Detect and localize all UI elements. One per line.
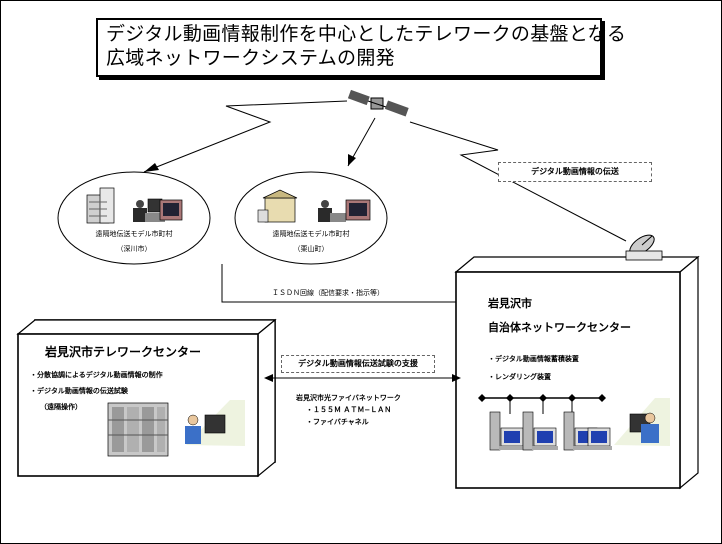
telework-center-title: 岩見沢市テレワークセンター (45, 345, 202, 359)
network-center-title-2: 自治体ネットワークセンター (488, 321, 631, 334)
person-at-pc-icon (318, 200, 346, 222)
lan-bus (478, 394, 606, 414)
fiber-network-title: 岩見沢市光ファイバネットワーク (296, 394, 401, 402)
fiber-item-2: ・ファイバチャネル (306, 418, 369, 426)
isdn-label: ＩＳＤＮ回線（配信要求・指示等） (272, 289, 384, 297)
person-at-pc-icon (614, 398, 670, 446)
workstation-icon (586, 427, 612, 450)
person-at-pc-icon (133, 198, 165, 222)
building-icon (257, 189, 298, 223)
person-at-pc-icon (185, 400, 245, 446)
workstation-icon (345, 199, 371, 221)
telework-item-1: ・分散協調によるデジタル動画情報の制作 (30, 371, 163, 379)
network-item-2: ・レンダリング装置 (488, 373, 551, 381)
network-item-1: ・デジタル動画情報蓄積装置 (488, 355, 579, 363)
site-right-name: 遠隔地伝送モデル市町村 (272, 230, 350, 238)
satellite-icon (347, 89, 409, 117)
telework-center-box (16, 318, 277, 478)
workstation-icon (522, 411, 558, 451)
title-line-1: デジタル動画情報制作を中心としたテレワークの基盤となる (106, 23, 627, 45)
telework-item-2: ・デジタル動画情報の伝送試験 (30, 387, 128, 395)
satellite-link-right (409, 121, 627, 242)
satellite-dish-icon (625, 234, 663, 261)
fiber-item-1: ・１５５Ｍ ＡＴＭ−ＬＡＮ (306, 406, 392, 414)
network-center-box (454, 255, 700, 490)
satellite-transfer-label: デジタル動画情報の伝送 (498, 162, 652, 182)
workstation-icon (159, 199, 183, 221)
title-box: デジタル動画情報制作を中心としたテレワークの基盤となる 広域ネットワークシステム… (96, 18, 626, 77)
site-left-place: （深川市） (116, 245, 152, 253)
site-left-name: 遠隔地伝送モデル市町村 (95, 230, 173, 238)
telework-item-2-note: （遠隔操作） (40, 403, 82, 411)
building-icon (86, 187, 115, 224)
network-center-title-1: 岩見沢市 (488, 297, 532, 310)
satellite-link-left (143, 100, 348, 173)
isdn-line (221, 264, 470, 303)
server-rack-icon (107, 402, 169, 457)
trial-support-label: デジタル動画情報伝送試験の支援 (281, 355, 435, 373)
site-right-place: （栗山町） (293, 245, 329, 253)
title-line-2: 広域ネットワークシステムの開発 (106, 47, 395, 69)
